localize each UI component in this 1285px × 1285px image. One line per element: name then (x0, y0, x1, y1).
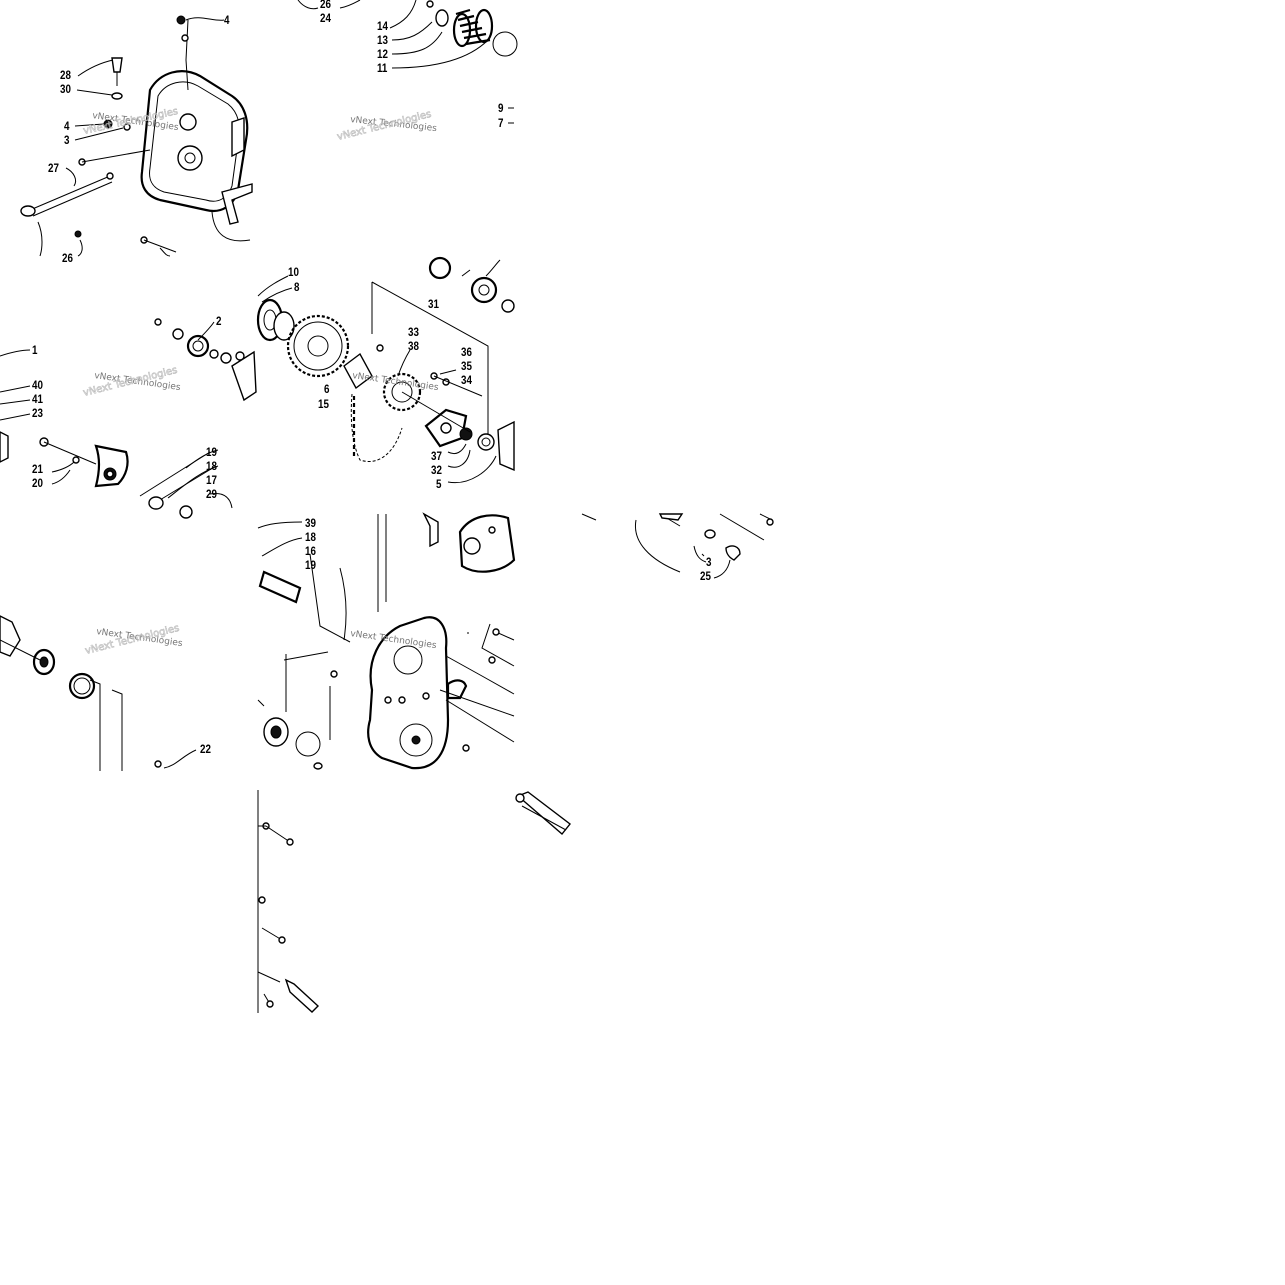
callout-31: 31 (428, 298, 439, 311)
callout-30: 30 (60, 83, 71, 96)
callout-19: 19 (305, 559, 316, 572)
callout-1: 1 (32, 344, 37, 357)
callout-7: 7 (498, 117, 503, 130)
callout-23: 23 (32, 407, 43, 420)
compression-spring (435, 8, 494, 48)
callout-18: 18 (305, 531, 316, 544)
callout-35: 35 (461, 360, 472, 373)
callout-11: 11 (377, 62, 387, 75)
callout-28: 28 (60, 69, 71, 82)
callout-37: 37 (431, 450, 442, 463)
callout-21: 21 (32, 463, 43, 476)
watermark: vNext Technologies (350, 629, 438, 651)
callout-14: 14 (377, 20, 389, 33)
callout-27: 27 (48, 162, 59, 175)
callout-12: 12 (377, 48, 388, 61)
pulley-assembly (256, 275, 295, 342)
callout-18: 18 (206, 460, 217, 473)
callout-10: 10 (288, 266, 299, 279)
callout-3: 3 (64, 134, 69, 147)
callout-36: 36 (461, 346, 472, 359)
callout-26: 26 (62, 252, 73, 265)
callout-2: 2 (216, 315, 221, 328)
callout-26: 26 (320, 0, 331, 11)
tile-spring-assembly: 26 24 14 13 12 11 9 7 vNext Technologies… (297, 0, 518, 143)
callout-13: 13 (377, 34, 388, 47)
callout-4: 4 (64, 120, 70, 133)
callout-4: 4 (224, 14, 230, 27)
tile-gearcase-housing: 39 18 16 19 vNext Technologies (257, 512, 516, 770)
tile-bolts-and-shafts (257, 790, 571, 1013)
gearcase-housing-part (367, 616, 468, 770)
tile-seal-ring: 22 vNext Technologies vNext Technologies (0, 615, 211, 771)
callout-17: 17 (206, 474, 217, 487)
callout-32: 32 (431, 464, 442, 477)
tile-gears-and-chain: 10 8 31 33 38 36 35 34 6 15 37 32 5 vNex… (256, 256, 515, 491)
callout-25: 25 (700, 570, 711, 583)
callout-16: 16 (305, 545, 316, 558)
callout-24: 24 (320, 12, 332, 25)
callout-9: 9 (498, 102, 503, 115)
tile-chaincase-cover: 4 28 30 4 3 27 26 vNext Technologies vNe… (20, 14, 253, 265)
callout-8: 8 (294, 281, 299, 294)
callout-41: 41 (32, 393, 43, 406)
callout-39: 39 (305, 517, 316, 530)
callout-6: 6 (324, 383, 329, 396)
large-gear (286, 314, 350, 378)
callout-29: 29 (206, 488, 217, 501)
small-sprocket (154, 318, 257, 402)
callout-34: 34 (461, 374, 473, 387)
tile-fastener-partial: 3 25 (581, 513, 774, 583)
callout-5: 5 (436, 478, 441, 491)
callout-20: 20 (32, 477, 43, 490)
callout-15: 15 (318, 398, 329, 411)
tile-drive-shaft: 1 40 41 23 2 21 20 19 18 17 29 vNext Tec… (0, 315, 257, 519)
callout-33: 33 (408, 326, 419, 339)
callout-22: 22 (200, 743, 211, 756)
callout-38: 38 (408, 340, 419, 353)
callout-40: 40 (32, 379, 43, 392)
callout-19: 19 (206, 446, 217, 459)
callout-3: 3 (706, 556, 711, 569)
